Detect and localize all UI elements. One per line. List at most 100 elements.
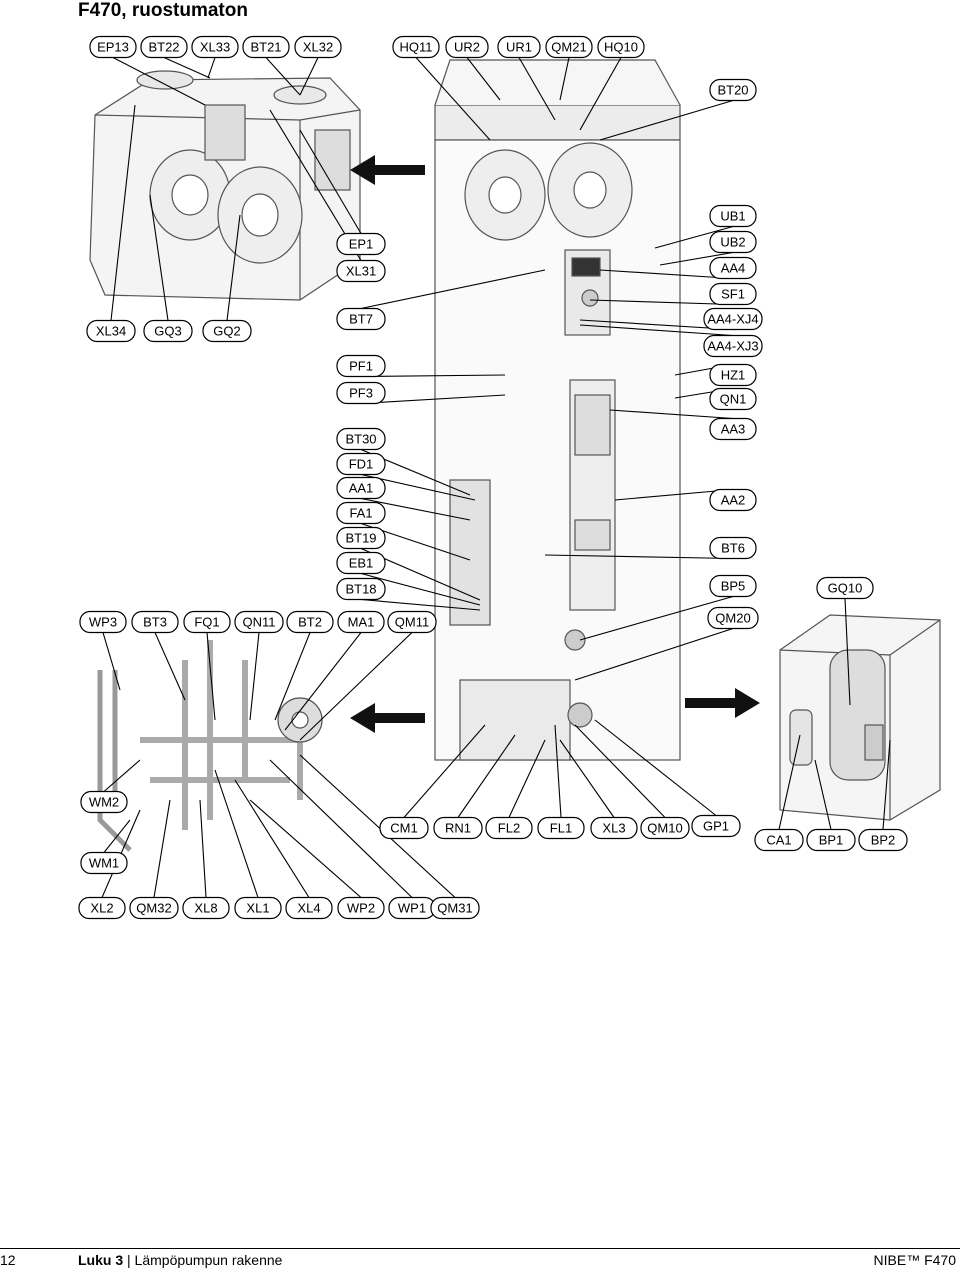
component-label-qm20: QM20 xyxy=(707,606,759,630)
label-text-wm1: WM1 xyxy=(89,856,119,871)
leader-line-qm31 xyxy=(299,754,456,898)
page-number: 12 xyxy=(0,1252,16,1268)
label-pill xyxy=(430,896,480,920)
label-text-aa3: AA3 xyxy=(721,422,746,437)
label-text-bt18: BT18 xyxy=(345,582,376,597)
component-label-gq2: GQ2 xyxy=(202,319,252,343)
label-pill xyxy=(286,610,334,634)
leader-line-hq11 xyxy=(415,57,491,141)
label-pill xyxy=(336,476,386,500)
component-label-qm31: QM31 xyxy=(430,896,480,920)
component-label-sf1: SF1 xyxy=(709,282,757,306)
label-pill xyxy=(80,851,128,875)
component-label-gp1: GP1 xyxy=(691,814,741,838)
label-pill xyxy=(336,427,386,451)
label-text-bt22: BT22 xyxy=(148,40,179,55)
leader-line-rn1 xyxy=(457,734,516,818)
leader-line-ep1 xyxy=(299,129,362,234)
label-text-xl33: XL33 xyxy=(200,40,230,55)
leader-line-wp2 xyxy=(249,799,362,898)
label-text-aa2: AA2 xyxy=(721,493,746,508)
label-pill xyxy=(336,452,386,476)
leader-line-fl2 xyxy=(508,739,546,818)
component-label-xl34: XL34 xyxy=(86,319,136,343)
leader-line-aa3 xyxy=(609,409,734,420)
component-label-ep13: EP13 xyxy=(89,35,137,59)
component-label-bt3: BT3 xyxy=(131,610,179,634)
label-text-ur2: UR2 xyxy=(454,40,480,55)
label-text-aa1: AA1 xyxy=(349,481,374,496)
heat-pump-cabinet-drawing xyxy=(434,59,681,761)
component-label-qn11: QN11 xyxy=(234,610,284,634)
label-text-qm11: QM11 xyxy=(395,615,429,630)
label-text-bt2: BT2 xyxy=(298,615,322,630)
label-text-wp1: WP1 xyxy=(398,901,426,916)
label-text-gq3: GQ3 xyxy=(154,324,181,339)
label-text-sf1: SF1 xyxy=(721,287,745,302)
label-pill xyxy=(379,816,429,840)
label-pill xyxy=(336,259,386,283)
component-label-bt19: BT19 xyxy=(336,526,386,550)
footer-rule xyxy=(0,1248,960,1249)
label-text-gq10: GQ10 xyxy=(828,581,863,596)
leader-line-ca1 xyxy=(778,734,801,830)
label-pill xyxy=(78,896,126,920)
component-label-gq3: GQ3 xyxy=(143,319,193,343)
leader-line-aa4 xyxy=(599,269,734,280)
component-label-xl33: XL33 xyxy=(191,35,239,59)
leader-line-gq10 xyxy=(844,598,851,706)
label-text-bt21: BT21 xyxy=(250,40,281,55)
leader-line-xl1 xyxy=(214,769,259,898)
label-pill xyxy=(709,488,757,512)
leader-line-ur2 xyxy=(466,57,501,101)
component-label-wm2: WM2 xyxy=(80,790,128,814)
leader-line-aa1 xyxy=(360,497,471,521)
label-text-bt30: BT30 xyxy=(345,432,376,447)
component-label-bt20: BT20 xyxy=(709,78,757,102)
label-text-ub1: UB1 xyxy=(720,209,745,224)
leader-line-pf3 xyxy=(360,394,506,405)
leader-line-qm20 xyxy=(574,627,734,681)
label-pill xyxy=(709,536,757,560)
label-text-xl34: XL34 xyxy=(96,324,126,339)
label-text-qm10: QM10 xyxy=(647,821,682,836)
label-pill xyxy=(337,610,385,634)
label-pill xyxy=(754,828,804,852)
component-label-hz1: HZ1 xyxy=(709,363,757,387)
component-label-aa4: AA4 xyxy=(709,256,757,280)
component-label-wp2: WP2 xyxy=(337,896,385,920)
component-label-ca1: CA1 xyxy=(754,828,804,852)
label-text-qn1: QN1 xyxy=(720,392,747,407)
label-pill xyxy=(709,387,757,411)
leader-line-fl1 xyxy=(554,724,562,818)
page-title: F470, ruostumaton xyxy=(78,0,248,21)
label-pill xyxy=(143,319,193,343)
label-text-qm31: QM31 xyxy=(437,901,472,916)
chapter-name: Lämpöpumpun rakenne xyxy=(134,1252,283,1268)
label-text-bt3: BT3 xyxy=(143,615,167,630)
leader-line-qn11 xyxy=(249,632,260,721)
label-pill xyxy=(387,610,437,634)
component-label-aa4-xj4: AA4-XJ4 xyxy=(703,307,763,331)
component-label-pf1: PF1 xyxy=(336,354,386,378)
label-pill xyxy=(445,35,489,59)
label-pill xyxy=(129,896,179,920)
label-text-aa4-xj4: AA4-XJ4 xyxy=(707,312,758,327)
label-text-gq2: GQ2 xyxy=(213,324,240,339)
label-pill xyxy=(703,334,763,358)
leader-line-wp3 xyxy=(102,632,121,691)
component-label-cm1: CM1 xyxy=(379,816,429,840)
leader-line-eb1 xyxy=(360,572,481,606)
page-footer: 12 Luku 3 | Lämpöpumpun rakenne NIBE™ F4… xyxy=(0,1248,960,1274)
leader-line-bt21 xyxy=(265,57,301,96)
label-pill xyxy=(806,828,856,852)
label-text-fd1: FD1 xyxy=(349,457,374,472)
label-text-fl1: FL1 xyxy=(550,821,572,836)
component-label-pf3: PF3 xyxy=(336,381,386,405)
label-pill xyxy=(433,816,483,840)
component-label-rn1: RN1 xyxy=(433,816,483,840)
label-text-xl2: XL2 xyxy=(90,901,113,916)
leader-line-qm21 xyxy=(559,57,570,101)
leader-line-bt7 xyxy=(360,269,546,310)
